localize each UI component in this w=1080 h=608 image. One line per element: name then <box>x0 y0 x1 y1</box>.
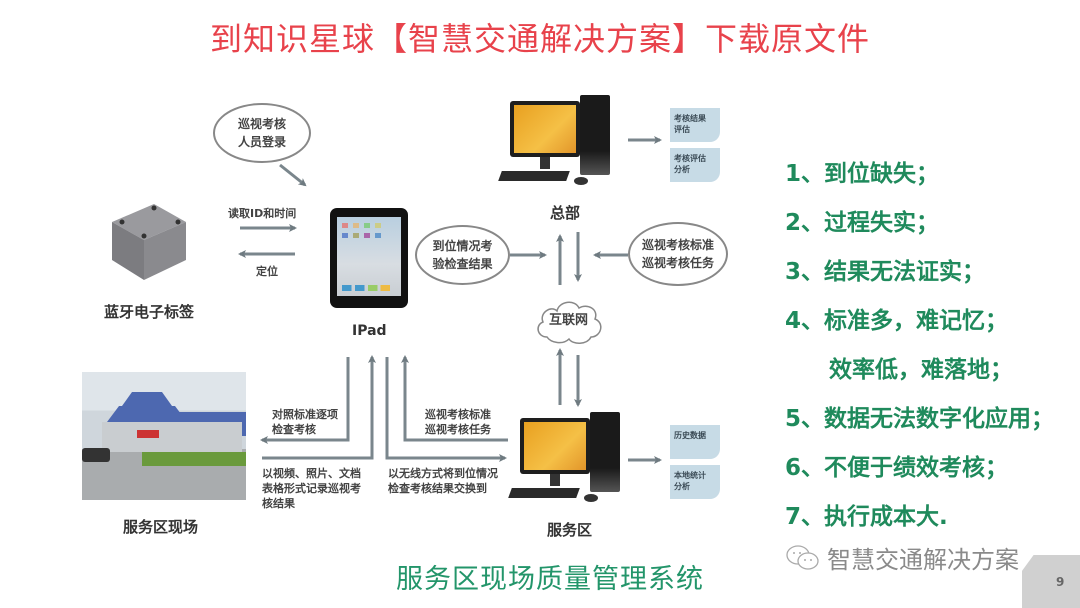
doc-sa-stats-line2: 分析 <box>674 482 690 491</box>
bubble-results-line1: 到位情况考 <box>432 239 493 253</box>
record-line1: 以视频、照片、文档 <box>262 467 361 480</box>
problem-item: 6、不便于绩效考核； <box>785 455 1009 481</box>
edge-label-check-items: 对照标准逐项 检查考核 <box>272 407 338 437</box>
headquarters-computer <box>498 95 616 195</box>
slide-title: 服务区现场质量管理系统 <box>396 564 704 595</box>
bluetooth-tag-device <box>108 200 190 282</box>
check-items-line1: 对照标准逐项 <box>272 408 338 421</box>
bubble-results-line2: 验检查结果 <box>432 257 493 271</box>
doc-hq-analysis-line1: 考核评估 <box>674 154 706 163</box>
bubble-results: 到位情况考验检查结果 <box>415 225 510 285</box>
bubble-standards-line2: 巡视考核任务 <box>641 256 714 270</box>
record-line3: 核结果 <box>262 497 295 510</box>
doc-hq-evaluation-line1: 考核结果 <box>674 114 706 123</box>
standards-bottom-line1: 巡视考核标准 <box>425 408 491 421</box>
page-number-tab: 9 <box>1022 555 1080 608</box>
bubble-login: 巡视考核人员登录 <box>213 103 311 163</box>
problems-list: 1、到位缺失； 2、过程失实； 3、结果无法证实； 4、标准多，难记忆； 效率低… <box>785 150 1054 542</box>
doc-hq-evaluation-line2: 评估 <box>674 125 690 134</box>
doc-sa-history: 历史数据 <box>670 425 720 459</box>
problem-item: 3、结果无法证实； <box>785 259 986 285</box>
doc-sa-stats-line1: 本地统计 <box>674 471 706 480</box>
edge-label-record: 以视频、照片、文档 表格形式记录巡视考 核结果 <box>262 466 361 511</box>
service-area-label: 服务区 <box>547 521 593 539</box>
wechat-icon <box>786 544 819 570</box>
doc-hq-evaluation: 考核结果评估 <box>670 108 720 142</box>
check-items-line2: 检查考核 <box>272 423 316 436</box>
internet-label: 互联网 <box>549 313 589 328</box>
problem-item: 2、过程失实； <box>785 210 940 236</box>
problem-item: 效率低，难落地； <box>829 357 1013 383</box>
page-number: 9 <box>1056 575 1065 589</box>
banner-title: 到知识星球【智慧交通解决方案】下载原文件 <box>209 20 870 58</box>
edge-label-read-id: 读取ID和时间 <box>228 207 297 220</box>
service-area-photo <box>82 372 246 500</box>
watermark-text: 智慧交通解决方案 <box>827 546 1019 574</box>
wechat-watermark: 智慧交通解决方案 <box>785 540 1019 575</box>
edge-label-locate: 定位 <box>256 265 278 278</box>
diagram-connectors <box>238 136 662 464</box>
standards-bottom-line2: 巡视考核任务 <box>425 423 491 436</box>
problem-item: 7、执行成本大. <box>785 504 948 530</box>
ipad-label: IPad <box>352 323 387 339</box>
bubble-standards-line1: 巡视考核标准 <box>641 238 714 252</box>
internet-cloud: 互联网 <box>533 295 605 347</box>
problem-item: 1、到位缺失； <box>785 161 940 187</box>
record-line2: 表格形式记录巡视考 <box>262 482 361 495</box>
ipad-screen <box>337 217 401 296</box>
doc-sa-history-line1: 历史数据 <box>674 431 706 440</box>
wireless-line2: 检查考核结果交换到 <box>388 482 487 495</box>
problem-item: 4、标准多，难记忆； <box>785 308 1009 334</box>
bluetooth-tag-icon <box>112 204 186 280</box>
wireless-line1: 以无线方式将到位情况 <box>388 467 498 480</box>
edge-label-wireless: 以无线方式将到位情况 检查考核结果交换到 <box>388 466 498 496</box>
bubble-login-line1: 巡视考核 <box>237 117 286 131</box>
service-area-site-label: 服务区现场 <box>123 518 199 536</box>
cloud-icon <box>537 301 602 344</box>
bubble-standards: 巡视考核标准巡视考核任务 <box>628 222 728 286</box>
edge-label-standards-bottom: 巡视考核标准 巡视考核任务 <box>425 407 491 437</box>
headquarters-label: 总部 <box>550 204 581 222</box>
bubble-login-line2: 人员登录 <box>237 135 286 149</box>
doc-sa-stats: 本地统计分析 <box>670 465 720 499</box>
doc-hq-analysis-line2: 分析 <box>674 165 690 174</box>
ipad-device <box>330 208 408 308</box>
bluetooth-tag-label: 蓝牙电子标签 <box>104 303 195 321</box>
doc-hq-analysis: 考核评估分析 <box>670 148 720 182</box>
problem-item: 5、数据无法数字化应用； <box>785 406 1055 432</box>
service-area-computer <box>508 412 626 512</box>
